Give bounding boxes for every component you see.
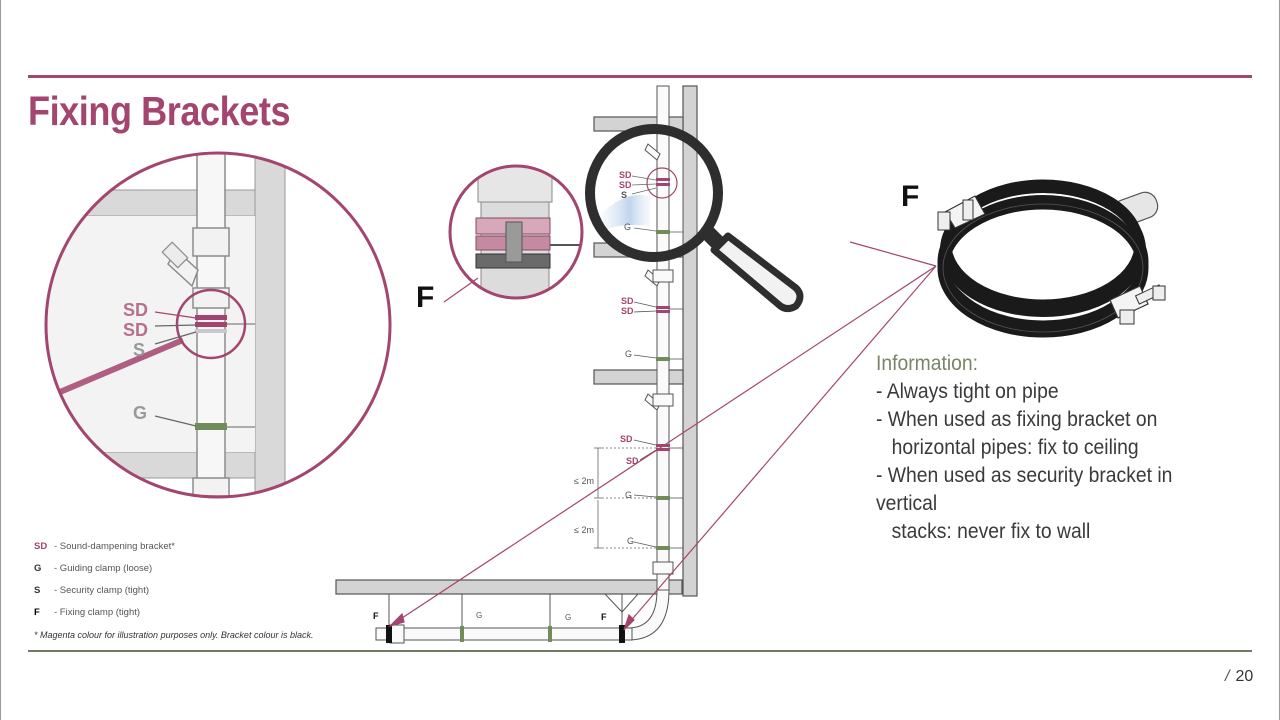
- page-number: / 20: [1225, 668, 1253, 686]
- magnifier-label-g: G: [624, 222, 631, 232]
- zoom-inset: [443, 164, 584, 303]
- clamp-callout-label: F: [901, 180, 920, 213]
- page-number-value: 20: [1235, 668, 1254, 685]
- stack-label-sd-b1: SD: [620, 434, 633, 444]
- magnifier-label-sd-1: SD: [619, 170, 632, 180]
- stack-label-g-b: G: [625, 490, 632, 500]
- horizontal-label-f-right: F: [601, 612, 607, 622]
- pipe-clamp-illustration: [937, 179, 1166, 338]
- information-line: - When used as security bracket in verti…: [876, 464, 1173, 515]
- magnifier-icon: SD SD S G: [585, 124, 804, 313]
- legend-text: - Fixing clamp (tight): [54, 607, 141, 618]
- legend-item: G - Guiding clamp (loose): [34, 562, 313, 584]
- distance-label-1: ≤ 2m: [574, 476, 594, 486]
- footer-rule: [28, 650, 1252, 652]
- inset-callout-label: F: [416, 281, 435, 314]
- legend-code: G: [34, 563, 42, 574]
- information-heading: Information:: [876, 352, 979, 375]
- callout-pointers: [387, 241, 937, 631]
- slide-title: Fixing Brackets: [28, 88, 291, 134]
- legend-note: * Magenta colour for illustration purpos…: [34, 630, 314, 640]
- stack-label-g-a: G: [625, 349, 632, 359]
- information-line: horizontal pipes: fix to ceiling: [891, 436, 1139, 459]
- stack-label-sd-b2: SD: [626, 456, 639, 466]
- horizontal-label-g-1: G: [476, 611, 482, 620]
- legend-code: S: [34, 585, 41, 596]
- legend-text: - Sound-dampening bracket*: [54, 541, 175, 552]
- stack-label-g-c: G: [627, 536, 634, 546]
- detail-circle: SD SD S G: [44, 151, 392, 499]
- detail-label-s: S: [133, 340, 145, 360]
- horizontal-label-f-left: F: [373, 611, 379, 621]
- page-separator: /: [1225, 668, 1230, 685]
- legend-text: - Guiding clamp (loose): [54, 563, 153, 574]
- legend-code: SD: [34, 541, 48, 552]
- horizontal-label-g-2: G: [565, 613, 571, 622]
- legend-text: - Security clamp (tight): [54, 585, 150, 596]
- header-rule: [28, 75, 1252, 78]
- stack-label-sd-a2: SD: [621, 306, 634, 316]
- information-line: stacks: never fix to wall: [891, 520, 1091, 543]
- magnifier-label-sd-2: SD: [619, 180, 632, 190]
- detail-label-g: G: [133, 403, 147, 423]
- stack-label-sd-a1: SD: [621, 296, 634, 306]
- slide-frame-left: [0, 0, 1, 720]
- detail-label-sd-1: SD: [123, 300, 148, 320]
- legend-code: F: [34, 607, 40, 618]
- legend: SD - Sound-dampening bracket* G - Guiding …: [34, 540, 313, 650]
- detail-label-sd-2: SD: [123, 320, 148, 340]
- information-panel: Information: - Always tight on pipe - Wh…: [876, 350, 1235, 546]
- magnifier-label-s: S: [621, 190, 627, 200]
- legend-item: F - Fixing clamp (tight): [34, 606, 313, 628]
- distance-label-2: ≤ 2m: [574, 525, 594, 535]
- information-line: - When used as fixing bracket on: [876, 408, 1158, 431]
- information-line: - Always tight on pipe: [876, 380, 1059, 403]
- legend-item: S - Security clamp (tight): [34, 584, 313, 606]
- legend-item: SD - Sound-dampening bracket*: [34, 540, 313, 562]
